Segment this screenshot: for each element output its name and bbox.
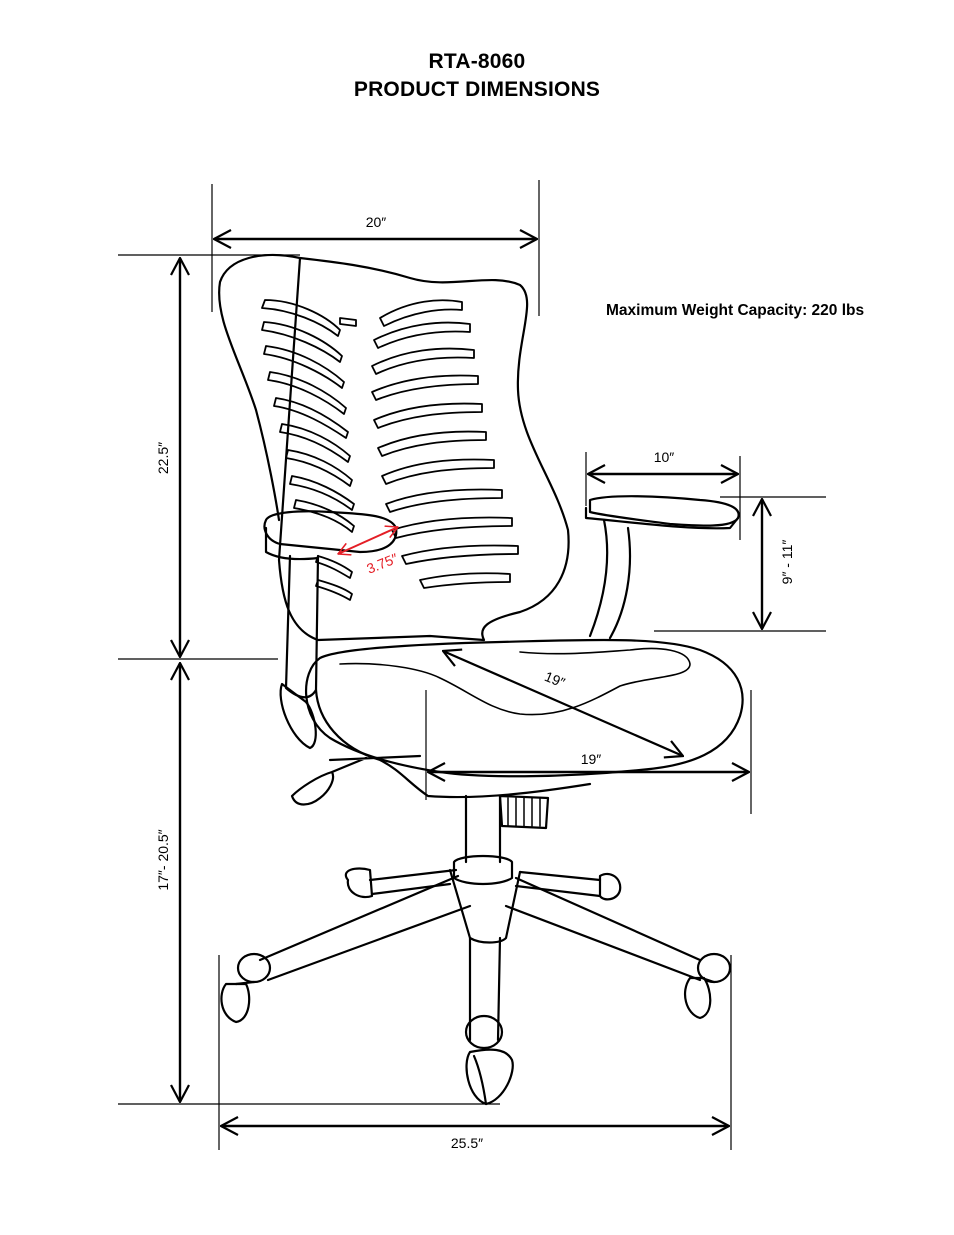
weight-capacity-note: Maximum Weight Capacity: 220 lbs	[606, 302, 865, 319]
caster-right	[683, 952, 732, 1020]
seat-height-label: 17″- 20.5″	[155, 829, 171, 890]
seat-width-label: 19″	[581, 751, 602, 767]
seat-depth-arrow	[443, 651, 683, 756]
dimension-lines	[118, 180, 826, 1150]
caster-front	[464, 1014, 514, 1106]
armrest-width-label: 3.75″	[364, 550, 400, 577]
left-armrest-pad	[263, 510, 398, 554]
base-leg-front	[468, 936, 502, 1042]
seat-top	[304, 638, 744, 778]
tilt-lever	[290, 754, 422, 806]
seat-depth-label: 19″	[542, 668, 567, 691]
chair-illustration	[218, 254, 744, 1106]
right-armrest-post	[588, 518, 632, 640]
armrest-width-arrow	[338, 527, 398, 554]
base-width-label: 25.5″	[451, 1135, 483, 1151]
armrest-height-label: 9″ - 11″	[779, 540, 795, 585]
page-subtitle: PRODUCT DIMENSIONS	[353, 78, 601, 101]
left-armrest-post	[284, 554, 320, 699]
model-title: RTA-8060	[428, 50, 526, 73]
armrest-length-label: 10″	[654, 449, 675, 465]
gas-cylinder	[464, 794, 502, 864]
base-leg-left-back	[368, 868, 458, 896]
backrest-slats-right	[339, 299, 519, 589]
back-width-label: 20″	[366, 214, 387, 230]
base-leg-left-front	[258, 874, 472, 982]
base-leg-right-back	[514, 870, 602, 898]
base-leg-right-front	[504, 876, 702, 982]
caster-left	[220, 952, 272, 1024]
back-height-label: 22.5″	[155, 442, 171, 474]
backrest-outline	[218, 254, 570, 642]
